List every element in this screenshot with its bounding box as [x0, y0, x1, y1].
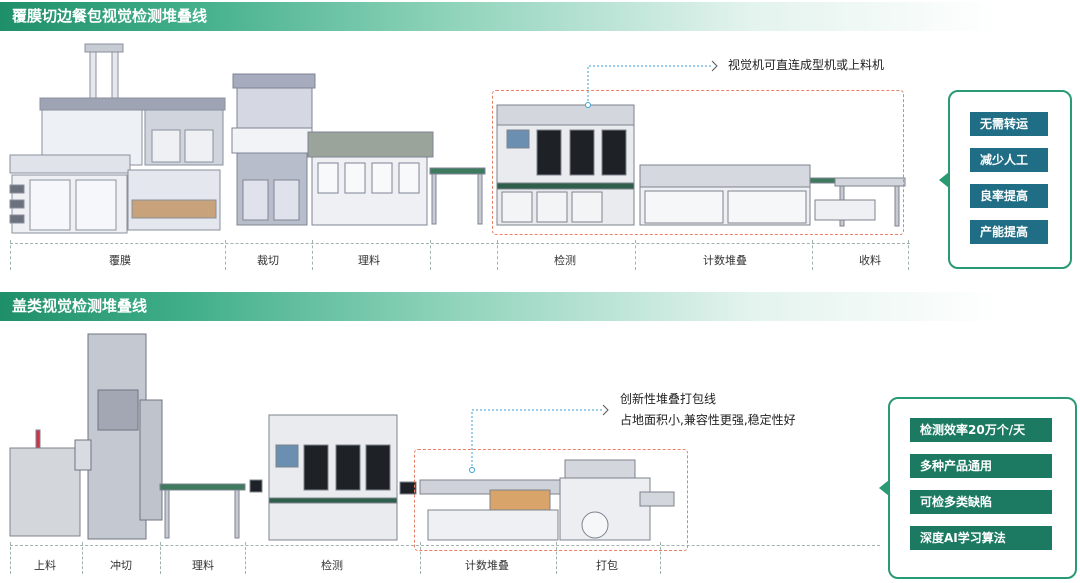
feature-panel-1 — [939, 90, 1072, 269]
divider — [556, 542, 557, 574]
stage-label-inspection: 检测 — [321, 559, 343, 572]
stage-label-loading: 上料 — [34, 559, 56, 572]
sorting-machine-1 — [307, 131, 486, 226]
divider — [908, 240, 909, 270]
floor-line-2 — [10, 545, 880, 546]
divider — [312, 240, 313, 270]
divider — [10, 542, 11, 574]
stage-label-packing: 打包 — [596, 559, 618, 572]
inspection-machine-1 — [496, 104, 635, 226]
stage-label-sorting: 理料 — [358, 254, 380, 267]
collecting-machine-1 — [809, 177, 906, 227]
laminating-machine-1 — [9, 43, 226, 234]
stage-label-punching: 冲切 — [110, 559, 132, 572]
stage-label-counting-stacking: 计数堆叠 — [465, 559, 509, 572]
stage-label-laminating: 覆膜 — [109, 254, 131, 267]
feature-badge: 可检多类缺陷 — [910, 490, 1052, 514]
feature-badge: 无需转运 — [970, 112, 1048, 136]
divider — [10, 240, 11, 270]
divider — [430, 240, 431, 270]
sorting-machine-2 — [159, 479, 263, 539]
divider — [225, 240, 226, 270]
callout-innovative-stacking-line: 创新性堆叠打包线 — [620, 392, 717, 406]
cutting-machine — [231, 73, 316, 226]
counting-stacking-machine-2 — [419, 479, 561, 541]
floor-line-1 — [10, 243, 910, 244]
divider — [812, 240, 813, 270]
stage-label-counting-stacking: 计数堆叠 — [703, 254, 747, 267]
feature-badge: 多种产品通用 — [910, 454, 1052, 478]
divider — [82, 542, 83, 574]
feature-badge: 深度AI学习算法 — [910, 526, 1052, 550]
divider — [660, 542, 661, 574]
divider — [245, 542, 246, 574]
divider — [420, 542, 421, 574]
feature-badge: 减少人工 — [970, 148, 1048, 172]
stage-label-collecting: 收料 — [859, 254, 881, 267]
section1-title: 覆膜切边餐包视觉检测堆叠线 — [0, 2, 1000, 31]
feature-panel-2 — [879, 397, 1077, 579]
stage-label-cutting: 裁切 — [257, 254, 279, 267]
feature-badge: 良率提高 — [970, 184, 1048, 208]
punching-machine — [74, 333, 163, 540]
divider — [160, 542, 161, 574]
divider — [497, 240, 498, 270]
callout-vision-direct-connect: 视觉机可直连成型机或上料机 — [728, 58, 885, 72]
callout-compact-stable: 占地面积小,兼容性更强,稳定性好 — [620, 413, 796, 427]
loading-machine — [9, 429, 81, 537]
divider — [635, 240, 636, 270]
stacking-packing-highlight-box — [414, 449, 688, 551]
packing-machine — [559, 459, 675, 541]
section2-title: 盖类视觉检测堆叠线 — [0, 292, 1000, 321]
vision-machine-highlight-box — [492, 90, 904, 235]
counting-stacking-machine-1 — [639, 164, 811, 226]
feature-badge: 产能提高 — [970, 220, 1048, 244]
inspection-machine-2 — [268, 414, 417, 541]
feature-badge: 检测效率20万个/天 — [910, 418, 1052, 442]
stage-label-inspection: 检测 — [554, 254, 576, 267]
stage-label-sorting: 理料 — [192, 559, 214, 572]
